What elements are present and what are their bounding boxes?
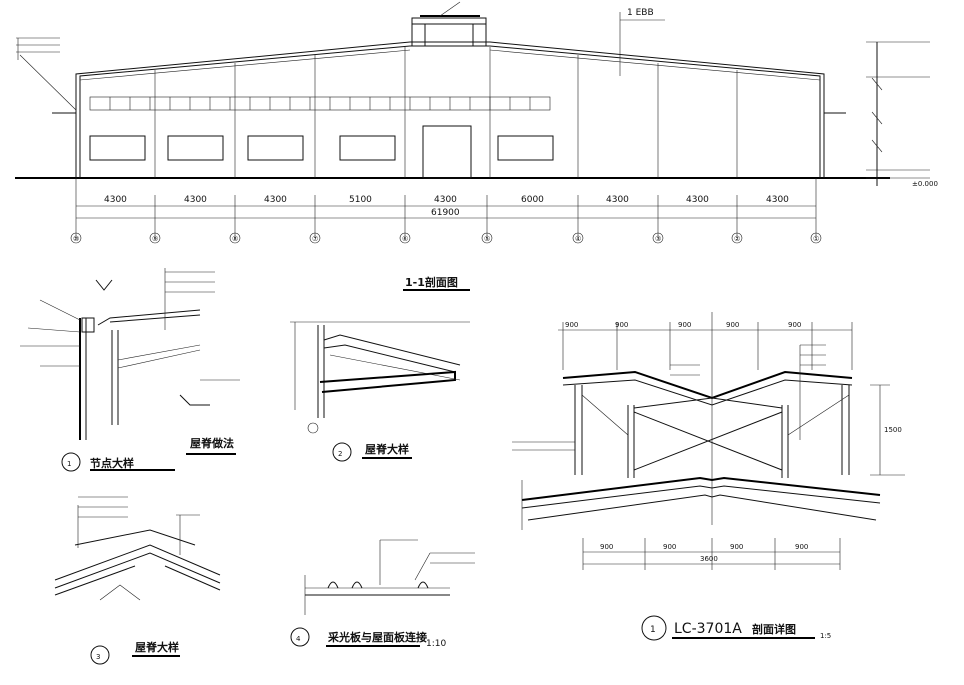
bay-dim-9: 4300 [766,195,789,205]
elevation-dimensions: 4300 4300 4300 5100 4300 6000 4300 4300 … [75,178,817,238]
axis-mark: ⑨ [152,235,158,243]
top-dim: 900 [615,321,628,329]
bay-dim-5: 4300 [434,195,457,205]
bay-dim-6: 6000 [521,195,544,205]
elevation-columns [154,47,738,178]
detail-b-caption: 屋脊大样 [365,442,409,456]
axis-mark: ⑥ [402,235,408,243]
detail-a-sub: 屋脊做法 [190,436,234,450]
detail-d-caption: 采光板与屋面板连接 [327,630,427,644]
axis-mark: ④ [575,235,581,243]
bottom-dim: 900 [730,543,743,551]
axis-mark: ② [734,235,740,243]
bay-dim-4: 5100 [349,195,372,205]
axis-mark: ⑤ [484,235,490,243]
bay-dim-8: 4300 [686,195,709,205]
bay-dim-7: 4300 [606,195,629,205]
overall-dim: 61900 [431,208,460,218]
top-dim: 900 [726,321,739,329]
detail-marker: 4 [296,635,301,643]
right-dim: 1500 [884,426,902,434]
bottom-dim: 900 [795,543,808,551]
axis-mark: ③ [655,235,661,243]
bay-dim-2: 4300 [184,195,207,205]
detail-d-scale: 1:10 [426,639,446,649]
top-dim: 900 [678,321,691,329]
detail-a-caption: 节点大样 [90,456,134,470]
bottom-dim: 900 [600,543,613,551]
top-dim: 900 [788,321,801,329]
section-title: 1-1剖面图 [405,275,458,289]
bay-dim-3: 4300 [264,195,287,205]
main-section-title: LC-3701A [674,621,742,637]
section-marker: 1 [650,625,656,635]
axis-mark: ① [813,235,819,243]
lower-windows [89,125,554,179]
level-mark-text: ±0.000 [912,180,938,188]
main-section-title-suffix: 剖面详图 [752,622,796,636]
top-note-text: 1 EBB [627,8,654,18]
axis-mark: ⑧ [232,235,238,243]
main-section-lc: 900 900 900 900 900 [512,312,905,641]
bay-dim-1: 4300 [104,195,127,205]
window-band [89,96,551,111]
building-elevation: 1 EBB ±0.000 [15,1,938,244]
axis-mark: ⑩ [73,235,79,243]
detail-marker: 3 [96,653,100,661]
detail-panel-d: 4 采光板与屋面板连接 1:10 [290,539,475,649]
detail-eave-junction: 1 节点大样 屋脊做法 [20,268,240,472]
bottom-total: 3600 [700,555,718,563]
axis-mark: ⑦ [312,235,318,243]
axis-bubbles: ⑩ ⑨ ⑧ ⑦ ⑥ ⑤ ④ ③ ② ① [70,232,822,244]
level-marks: ±0.000 [866,41,938,188]
left-note [16,37,77,111]
bottom-dim: 900 [663,543,676,551]
door-opening [422,125,472,179]
detail-marker: 2 [338,450,342,458]
top-note: 1 EBB [439,1,665,76]
detail-c-caption: 屋脊大样 [135,640,179,654]
detail-section-b: 1-1剖面图 2 屋脊大样 [290,275,470,462]
detail-ridge-c: 3 屋脊大样 [54,496,221,665]
top-dim: 900 [565,321,578,329]
detail-marker: 1 [67,460,71,468]
main-section-scale: 1:5 [820,632,831,640]
